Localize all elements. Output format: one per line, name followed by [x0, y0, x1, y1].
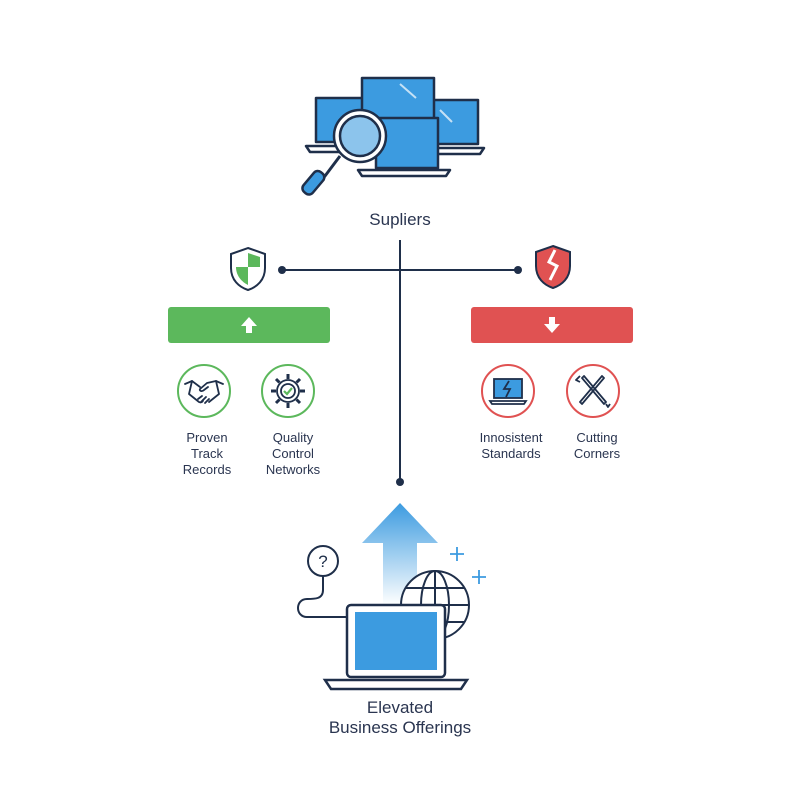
question-bubble-icon: ?	[307, 545, 339, 577]
label-line: Records	[182, 462, 232, 477]
sparkle-icons	[450, 547, 486, 584]
label-line: Control	[272, 446, 314, 461]
label-line: Business Offerings	[328, 718, 472, 737]
label-line: Cutting	[576, 430, 618, 445]
broken-laptop-circle	[481, 364, 535, 418]
elevated-business-offerings-label: Elevated Business Offerings	[250, 698, 550, 738]
label-line: Proven	[186, 430, 228, 445]
arrow-up-icon	[241, 317, 257, 333]
elevated-offerings-illustration: ?	[297, 503, 486, 691]
suppliers-laptops-magnifier-icon	[301, 76, 486, 196]
quality-control-networks-label: Quality Control Networks	[238, 430, 348, 478]
cutting-corners-label: Cutting Corners	[542, 430, 652, 462]
right-junction-dot	[514, 266, 522, 274]
cable-line	[297, 576, 347, 618]
label-line: Standards	[481, 446, 541, 461]
green-shield-icon	[230, 246, 266, 292]
label-line: Corners	[573, 446, 621, 461]
crossed-tools-icon	[575, 375, 611, 408]
label-line: Networks	[265, 462, 321, 477]
broken-laptop-icon	[488, 378, 528, 405]
suppliers-label: Supliers	[369, 210, 431, 229]
proven-track-records-label: Proven Track Records	[152, 430, 262, 478]
big-up-arrow-icon	[362, 503, 438, 605]
left-junction-dot	[278, 266, 286, 274]
label-line: Elevated	[366, 698, 434, 717]
bottom-junction-dot	[396, 478, 404, 486]
handshake-circle	[177, 364, 231, 418]
label-line: Innosistent	[479, 430, 543, 445]
label-line: Track	[190, 446, 224, 461]
question-mark: ?	[318, 552, 327, 571]
label-line: Quality	[272, 430, 314, 445]
negative-bar	[471, 307, 633, 343]
positive-bar	[168, 307, 330, 343]
inconsistent-standards-label: Innosistent Standards	[456, 430, 566, 462]
quality-gear-circle	[261, 364, 315, 418]
crossed-tools-circle	[566, 364, 620, 418]
arrow-down-icon	[544, 317, 560, 333]
broken-red-shield-icon	[535, 244, 571, 290]
gear-check-icon	[271, 374, 305, 408]
laptop-icon	[322, 603, 470, 691]
handshake-icon	[184, 380, 224, 404]
